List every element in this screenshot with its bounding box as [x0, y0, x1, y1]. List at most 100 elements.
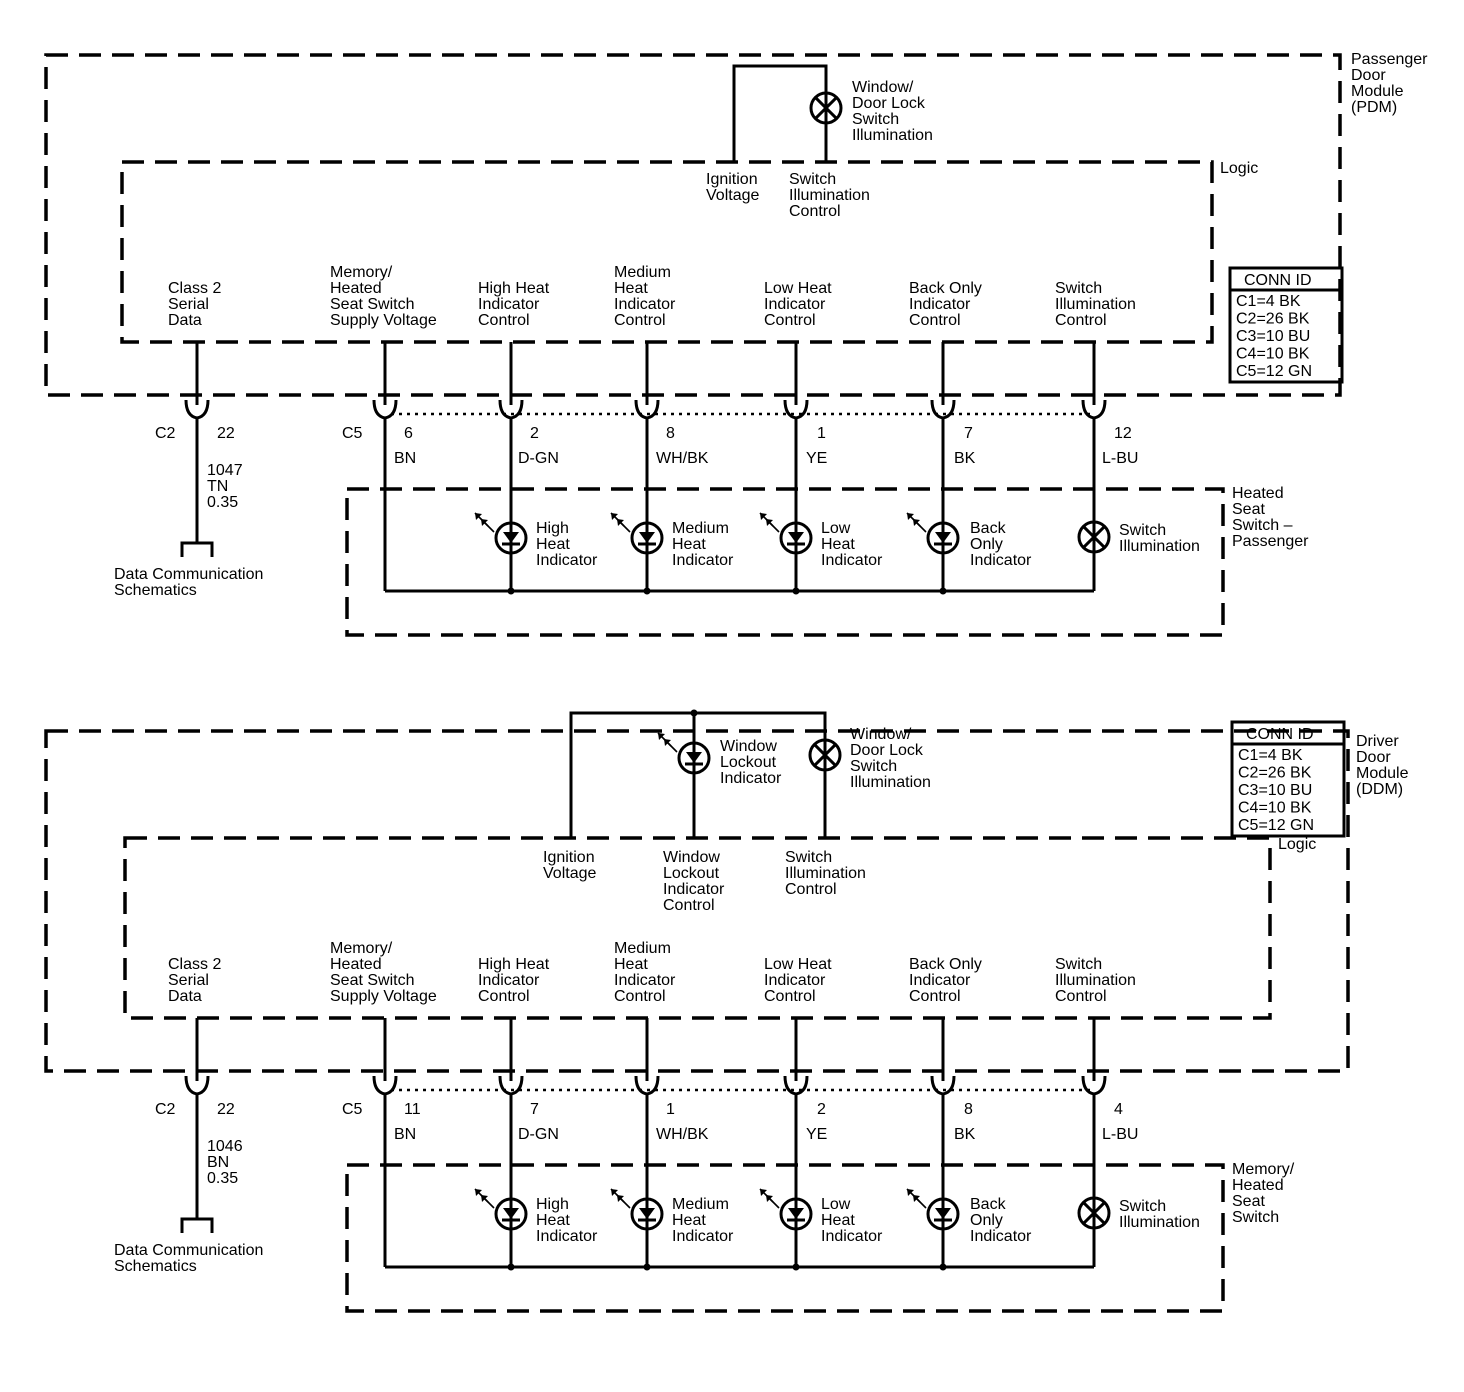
- c2-wire-gauge: 0.35: [207, 494, 238, 511]
- ignition-to-lamp-wire: [732, 64, 828, 162]
- heat-indicator-led-icon: [474, 1188, 528, 1231]
- heat-indicator-label-line: Indicator: [672, 1228, 734, 1245]
- switch-illumination-lamp-icon: [1077, 1196, 1111, 1230]
- conn-id-row: C2=26 BK: [1238, 765, 1312, 782]
- ignition-voltage-label-line: Voltage: [543, 865, 596, 882]
- conn-id-row: C1=4 BK: [1236, 293, 1301, 310]
- conn-id-row: C4=10 BK: [1238, 800, 1312, 817]
- splice-dot: [643, 1263, 651, 1271]
- module-title-line: (DDM): [1356, 781, 1403, 798]
- c5-pin-number: 8: [964, 1101, 973, 1118]
- heat-indicator-label-line: Indicator: [821, 1228, 883, 1245]
- door-lock-illumination-label-line: Window/: [850, 726, 912, 743]
- heat-indicator-label-line: Heat: [536, 536, 570, 553]
- data-communication-label-line: Schematics: [114, 1258, 197, 1275]
- heat-indicator-label-line: Medium: [672, 1196, 729, 1213]
- switch-illumination-lamp-icon: [1077, 520, 1111, 554]
- seat-switch-title-line: Heated: [1232, 1177, 1284, 1194]
- lamp-cross: [814, 96, 838, 120]
- logic-pin-label-line: High Heat: [478, 956, 550, 973]
- seat-switch-box: [345, 1163, 1225, 1313]
- logic-pin-label-line: Switch: [1055, 956, 1102, 973]
- switch-illumination-control-label-line: Switch: [785, 849, 832, 866]
- splice-dot: [939, 1263, 947, 1271]
- light-emission-arrows-icon: [906, 1188, 927, 1209]
- logic-pin-label-line: Illumination: [1055, 972, 1136, 989]
- window-lockout-control-label-line: Lockout: [663, 865, 720, 882]
- door-lock-illumination-label-line: Illumination: [850, 774, 931, 791]
- logic-pin-label-line: Control: [614, 312, 666, 329]
- light-emission-arrows-icon: [610, 1188, 631, 1209]
- door-lock-illumination-label-line: Illumination: [852, 127, 933, 144]
- light-emission-arrows-icon: [759, 1188, 780, 1209]
- module-title-line: (PDM): [1351, 99, 1397, 116]
- c5-wire-color: BN: [394, 450, 416, 467]
- lamp-body: [1077, 1196, 1111, 1230]
- conn-id-row: C3=10 BU: [1238, 782, 1312, 799]
- window-lockout-control-label-line: Window: [663, 849, 720, 866]
- emission-arrowhead: [907, 513, 914, 520]
- logic-pin-label-line: Back Only: [909, 956, 982, 973]
- conn-id-row: C5=12 GN: [1236, 363, 1312, 380]
- logic-label: Logic: [1220, 160, 1258, 177]
- logic-pin-label-line: Control: [764, 312, 816, 329]
- data-communication-label-line: Data Communication: [114, 1242, 263, 1259]
- heat-indicator-label-line: Indicator: [672, 552, 734, 569]
- logic-pin-label-line: Control: [764, 988, 816, 1005]
- lamp-body: [809, 91, 843, 125]
- emission-arrowhead: [907, 1189, 914, 1196]
- c5-pin-number: 4: [1114, 1101, 1123, 1118]
- logic-pin-label-line: Control: [478, 312, 530, 329]
- logic-pin-label-line: Indicator: [478, 972, 540, 989]
- heat-indicator-label-line: Heat: [821, 1212, 855, 1229]
- switch-illumination-control-label-line: Control: [789, 203, 841, 220]
- data-communication-label-line: Schematics: [114, 582, 197, 599]
- window-lockout-led-icon: [657, 732, 711, 775]
- heat-indicator-label-line: Indicator: [821, 552, 883, 569]
- window-lockout-indicator-label-line: Window: [720, 738, 777, 755]
- light-emission-arrows-icon: [474, 1188, 495, 1209]
- light-emission-arrows-icon: [906, 512, 927, 533]
- c5-pin-number: 11: [404, 1101, 421, 1118]
- seat-switch-title-line: Switch –: [1232, 517, 1293, 534]
- splice-dot: [939, 587, 947, 595]
- door-lock-illumination-label-line: Door Lock: [852, 95, 926, 112]
- emission-arrowhead: [617, 519, 624, 526]
- logic-pin-label-line: Control: [614, 988, 666, 1005]
- heat-indicator-label-line: Heat: [672, 536, 706, 553]
- heat-indicator-label-line: Indicator: [970, 1228, 1032, 1245]
- light-emission-arrows-icon: [657, 732, 678, 753]
- splice-dot: [507, 587, 515, 595]
- emission-arrowhead: [481, 1195, 488, 1202]
- logic-pin-label-line: Class 2: [168, 956, 221, 973]
- logic-pin-label-line: Indicator: [614, 296, 676, 313]
- c5-pin-number: 2: [817, 1101, 826, 1118]
- heat-indicator-label-line: Only: [970, 1212, 1003, 1229]
- heat-indicator-label-line: Indicator: [536, 552, 598, 569]
- seat-switch-title-line: Heated: [1232, 485, 1284, 502]
- logic-label: Logic: [1278, 836, 1316, 853]
- logic-box: [123, 836, 1272, 1020]
- logic-pin-label-line: Class 2: [168, 280, 221, 297]
- logic-pin-label-line: Heat: [614, 956, 648, 973]
- logic-pin-label-line: Data: [168, 312, 202, 329]
- emission-arrowhead: [766, 1195, 773, 1202]
- module-title-line: Door: [1351, 67, 1386, 84]
